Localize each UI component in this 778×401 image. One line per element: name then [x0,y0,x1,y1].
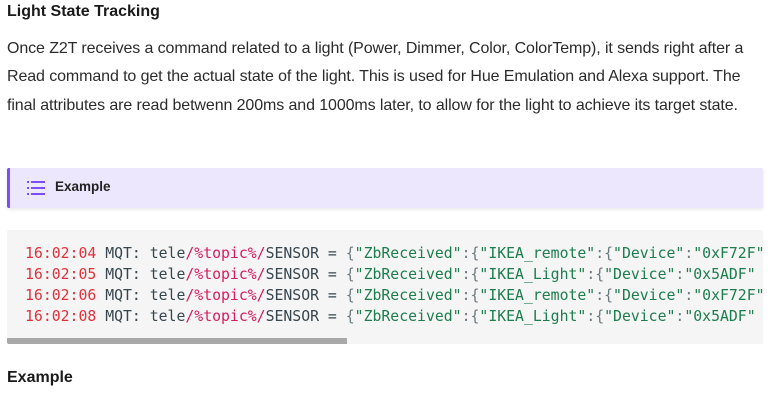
code-token-punc: :{ [461,266,480,283]
code-token-str: "IKEA_remote" [479,245,596,262]
code-line: 16:02:06 MQT: tele/%topic%/SENSOR = {"Zb… [25,285,763,306]
code-token-punc: :{ [461,287,480,304]
code-content: 16:02:04 MQT: tele/%topic%/SENSOR = {"Zb… [25,243,763,327]
code-token-punc: { [345,266,355,283]
code-token-punc: : [675,308,685,325]
code-token-str: "ZbReceived" [354,287,462,304]
code-token-punc: : [684,245,694,262]
section-title: Light State Tracking [7,3,160,20]
code-block: 16:02:04 MQT: tele/%topic%/SENSOR = {"Zb… [7,230,763,344]
code-token-text: SENSOR = [265,308,346,325]
code-token-str: "Device" [613,245,685,262]
code-line: 16:02:05 MQT: tele/%topic%/SENSOR = {"Zb… [25,264,763,285]
code-token-text: MQT: tele [96,308,186,325]
code-token-path: /%topic%/ [185,308,266,325]
code-token-path: /%topic%/ [185,287,266,304]
code-token-text: SENSOR = [265,266,346,283]
code-token-str: "ZbReceived" [354,266,462,283]
code-token-time: 16:02:05 [25,266,97,283]
example-heading: Example [7,369,73,386]
code-token-path: /%topic%/ [185,245,266,262]
code-token-text: SENSOR = [265,287,346,304]
code-token-time: 16:02:08 [25,308,97,325]
code-token-time: 16:02:04 [25,245,97,262]
admonition-title: Example [55,179,111,194]
code-token-str: "0x5ADF" [684,308,756,325]
code-token-punc: : [684,287,694,304]
code-token-str: "IKEA_Light" [479,266,587,283]
code-token-punc: :{ [595,245,614,262]
code-token-str: "ZbReceived" [354,308,462,325]
code-token-text: SENSOR = [265,245,346,262]
code-token-punc: : [675,266,685,283]
description-paragraph: Once Z2T receives a command related to a… [7,40,744,114]
code-token-punc: :{ [595,287,614,304]
code-token-time: 16:02:06 [25,287,97,304]
code-token-text: MQT: tele [96,266,186,283]
code-token-punc: { [345,308,355,325]
code-token-path: /%topic%/ [185,266,266,283]
code-token-str: "Device" [613,287,685,304]
code-token-punc: :{ [461,308,480,325]
code-token-str: "0xF72F" [693,287,763,304]
code-token-text: MQT: tele [96,245,186,262]
code-line: 16:02:04 MQT: tele/%topic%/SENSOR = {"Zb… [25,243,763,264]
code-token-punc: :{ [586,308,605,325]
code-token-punc: { [345,245,355,262]
code-line: 16:02:08 MQT: tele/%topic%/SENSOR = {"Zb… [25,306,763,327]
code-token-str: "ZbReceived" [354,245,462,262]
code-token-text: MQT: tele [96,287,186,304]
code-token-str: "Device" [604,266,676,283]
code-token-punc: { [345,287,355,304]
numbered-list-icon [27,181,45,195]
example-admonition[interactable]: Example [7,168,763,208]
code-token-punc: :{ [461,245,480,262]
code-token-str: "IKEA_Light" [479,308,587,325]
code-token-punc: :{ [586,266,605,283]
code-token-str: "0xF72F" [693,245,763,262]
horizontal-scrollbar[interactable] [7,338,347,344]
code-token-str: "Device" [604,308,676,325]
code-token-str: "IKEA_remote" [479,287,596,304]
code-token-str: "0x5ADF" [684,266,756,283]
